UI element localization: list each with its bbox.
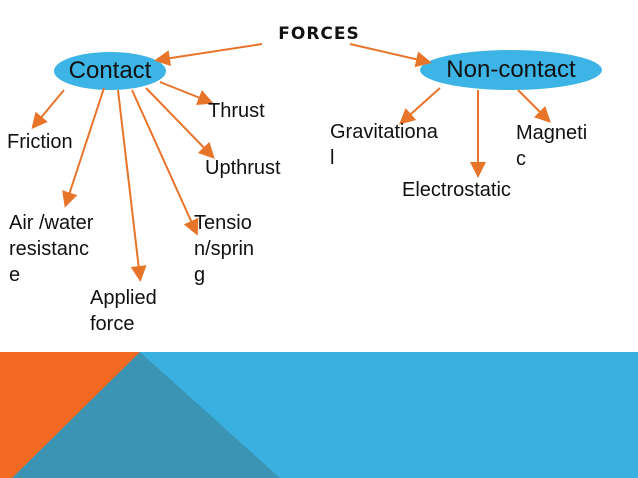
arrow-contact-to-upthrust bbox=[145, 87, 215, 159]
arrow-non-contact-to-gravitational bbox=[399, 87, 441, 125]
diagram-title: FORCES bbox=[278, 24, 360, 44]
arrow-non-contact-to-magnetic bbox=[517, 89, 551, 123]
non-contact-node-label: Non-contact bbox=[446, 56, 576, 83]
label-air-water-resistance: Air /water resistanc e bbox=[9, 212, 94, 286]
banner-orange bbox=[0, 352, 140, 478]
arrow-contact-to-tension bbox=[131, 89, 199, 236]
contact-node: Contact bbox=[54, 52, 166, 90]
label-thrust: Thrust bbox=[208, 100, 265, 122]
label-tension-spring: Tensio n/sprin g bbox=[194, 212, 255, 286]
arrow-contact-to-air-water bbox=[62, 87, 105, 208]
label-gravitational: Gravitationa l bbox=[330, 121, 438, 169]
arrow-contact-to-applied bbox=[117, 89, 147, 282]
arrow-forces-to-contact bbox=[154, 43, 263, 67]
arrow-contact-to-thrust bbox=[159, 81, 214, 105]
label-magnetic: Magneti c bbox=[516, 122, 588, 170]
arrow-forces-to-non-contact bbox=[349, 43, 432, 68]
non-contact-node: Non-contact bbox=[420, 50, 602, 90]
label-electrostatic: Electrostatic bbox=[402, 179, 511, 201]
arrow-contact-to-friction bbox=[31, 89, 65, 130]
label-upthrust: Upthrust bbox=[205, 157, 281, 179]
label-applied-force: Applied force bbox=[90, 287, 157, 335]
contact-node-label: Contact bbox=[68, 57, 152, 84]
label-friction: Friction bbox=[7, 131, 73, 153]
